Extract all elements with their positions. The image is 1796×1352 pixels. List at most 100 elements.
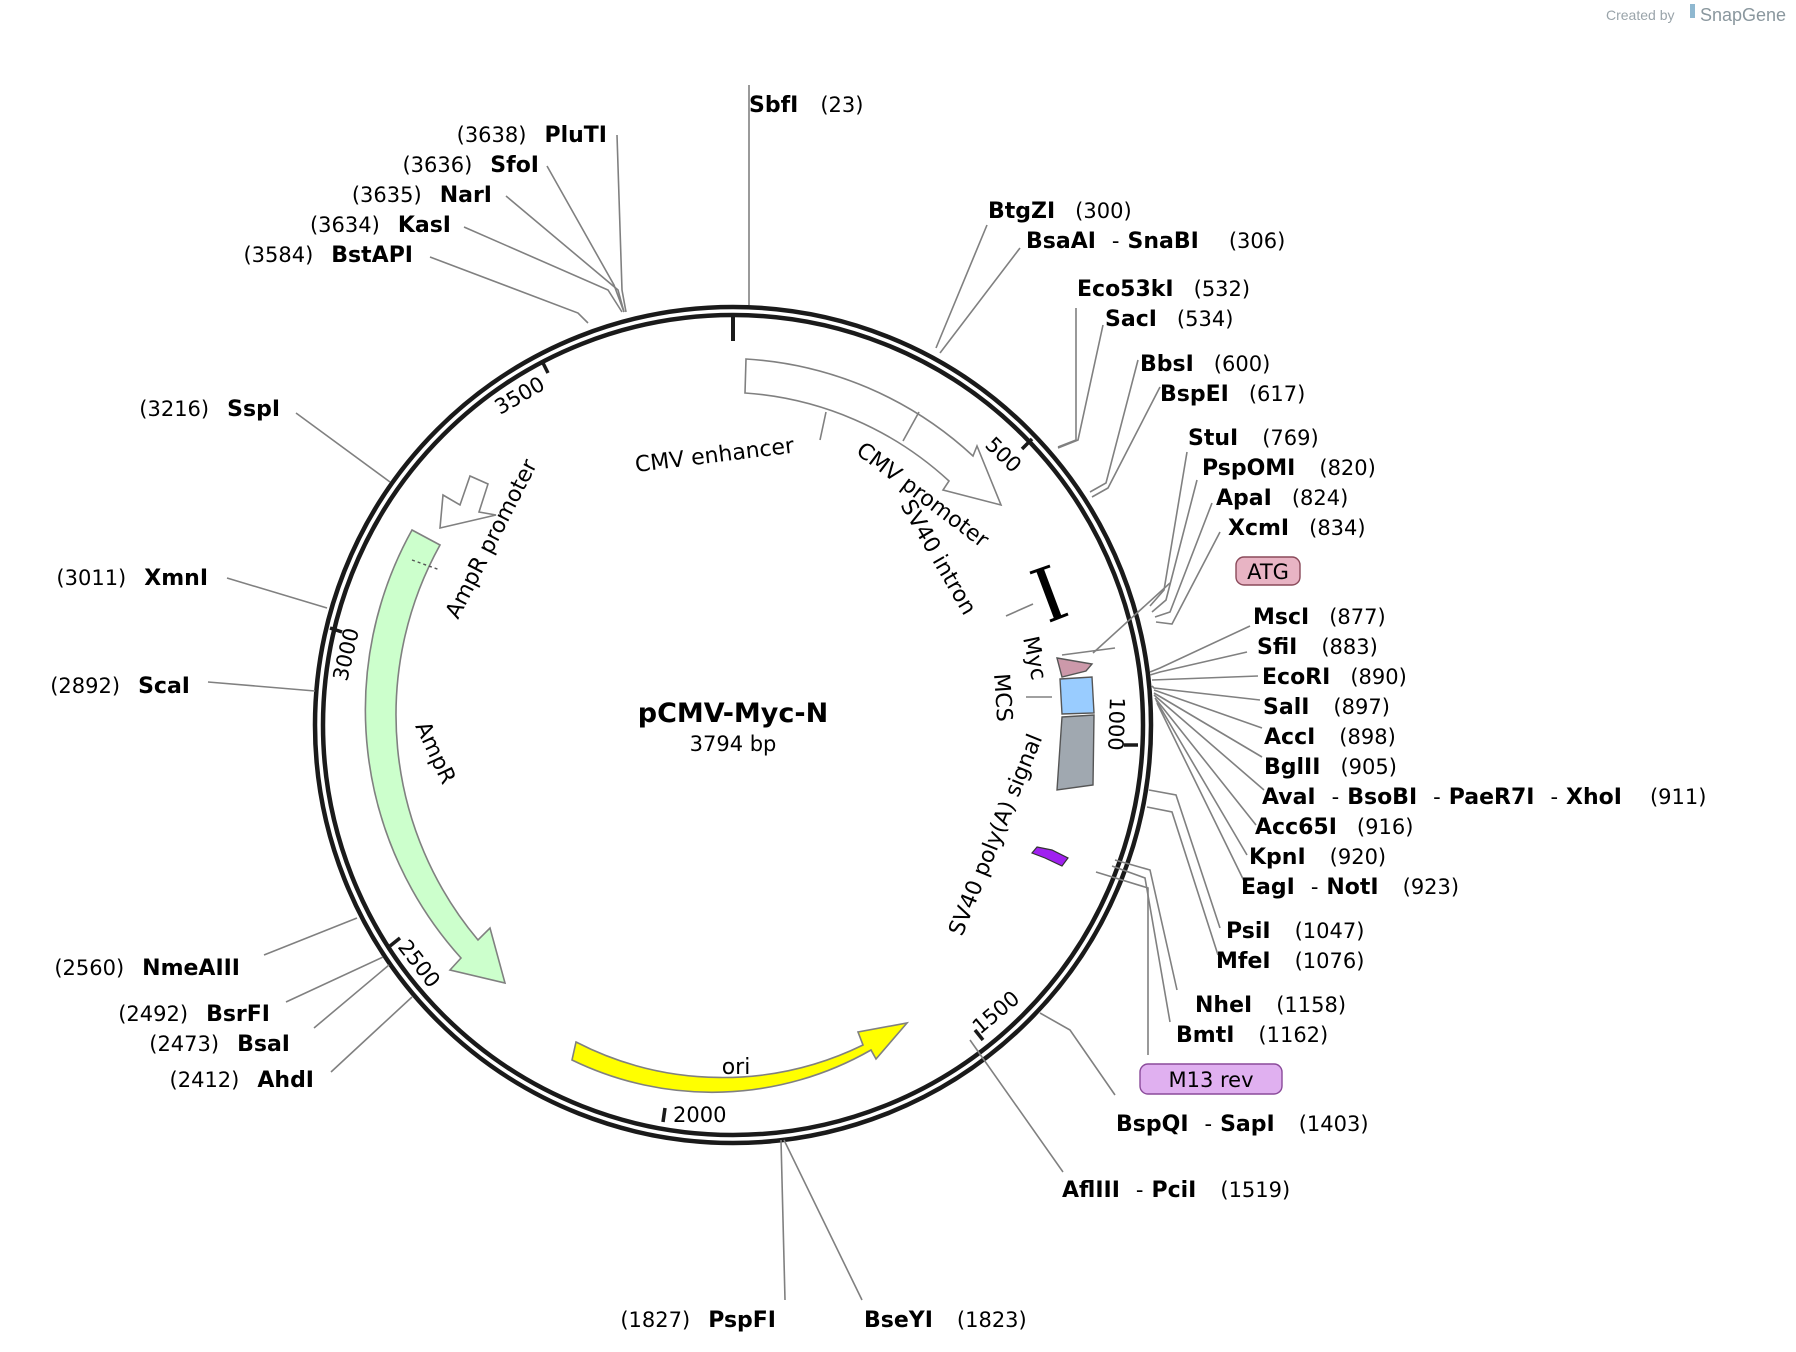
site-name: EcoRI bbox=[1262, 665, 1330, 690]
site-position: (532) bbox=[1194, 277, 1250, 301]
site-separator: - bbox=[1332, 785, 1340, 809]
tick-mark bbox=[388, 936, 402, 948]
site-name: PluTI bbox=[544, 123, 607, 148]
site-name: BsaI bbox=[237, 1032, 290, 1057]
credit-brand: SnapGene bbox=[1700, 5, 1786, 25]
site-label-sspi: (3216)SspI bbox=[139, 397, 280, 422]
site-label-ahdi: (2412)AhdI bbox=[170, 1068, 314, 1093]
site-name: SbfI bbox=[749, 93, 798, 118]
site-label-bstapi: (3584)BstAPI bbox=[243, 243, 413, 268]
sv40-intron-leader bbox=[1005, 603, 1034, 617]
m13-rev-label: M13 rev bbox=[1168, 1068, 1253, 1092]
site-position: (2892) bbox=[50, 674, 120, 698]
site-name: AflIII bbox=[1062, 1178, 1120, 1203]
site-name: SfiI bbox=[1257, 635, 1297, 660]
sv40-intron-marker bbox=[1036, 568, 1062, 620]
site-name: XhoI bbox=[1566, 785, 1622, 810]
site-name: SfoI bbox=[490, 153, 539, 178]
ampr-promoter-label: AmpR promoter bbox=[441, 455, 543, 623]
plasmid-size: 3794 bp bbox=[690, 732, 777, 756]
site-label-nhei: NheI(1158) bbox=[1195, 993, 1346, 1018]
site-label-scai: (2892)ScaI bbox=[50, 674, 190, 699]
site-name: BspQI bbox=[1116, 1112, 1189, 1137]
site-position: (898) bbox=[1339, 725, 1395, 749]
site-position: (3216) bbox=[139, 397, 209, 421]
site-label-nmeaiii: (2560) NmeAIII bbox=[54, 956, 240, 981]
myc-feature: Myc bbox=[1017, 634, 1116, 682]
myc-leader bbox=[1061, 647, 1116, 656]
ori-arrow bbox=[571, 1021, 910, 1094]
site-name: BseYI bbox=[864, 1308, 933, 1333]
mcs-feature: MCS bbox=[988, 673, 1095, 723]
site-position: (1047) bbox=[1295, 919, 1365, 943]
mcs-label: MCS bbox=[988, 673, 1016, 723]
site-label-afliii-pcii: AflIII-PciI(1519) bbox=[1062, 1178, 1290, 1203]
site-separator: - bbox=[1550, 785, 1558, 809]
sv40-polya-label: SV40 poly(A) signal bbox=[944, 731, 1048, 940]
snapgene-logo-icon bbox=[1690, 4, 1695, 18]
ampr-promoter-feature: AmpR promoter bbox=[439, 455, 543, 623]
site-name: BmtI bbox=[1176, 1023, 1234, 1048]
site-label-sali: SalI(897) bbox=[1263, 695, 1390, 720]
site-name: XmnI bbox=[144, 566, 208, 591]
site-label-sfoi: (3636) SfoI bbox=[402, 153, 539, 178]
site-label-avai-group: AvaI-BsoBI-PaeR7I-XhoI(911) bbox=[1262, 785, 1706, 810]
site-name: MfeI bbox=[1216, 949, 1271, 974]
site-name: StuI bbox=[1188, 426, 1238, 451]
site-position: (890) bbox=[1350, 665, 1406, 689]
cmv-enhancer-leader bbox=[819, 411, 827, 441]
site-position: (1519) bbox=[1220, 1178, 1290, 1202]
site-position: (834) bbox=[1309, 516, 1365, 540]
site-label-pluti: (3638)PluTI bbox=[457, 123, 607, 148]
site-position: (824) bbox=[1292, 486, 1348, 510]
site-position: (3636) bbox=[402, 153, 472, 177]
site-label-bsrfi: (2492)BsrFI bbox=[118, 1002, 270, 1027]
plasmid-name: pCMV-Myc-N bbox=[638, 698, 828, 729]
site-label-msci: MscI(877) bbox=[1253, 605, 1386, 630]
site-label-pspomi: PspOMI(820) bbox=[1202, 456, 1376, 481]
site-label-bspqi-sapi: BspQI-SapI(1403) bbox=[1116, 1112, 1369, 1137]
site-name: SapI bbox=[1220, 1112, 1275, 1137]
site-label-saci: SacI(534) bbox=[1105, 307, 1233, 332]
sv40-polya-feature: SV40 poly(A) signal bbox=[944, 714, 1095, 940]
site-label-apai: ApaI(824) bbox=[1216, 486, 1348, 511]
site-name: NarI bbox=[440, 183, 492, 208]
ampr-promoter-arrow bbox=[439, 474, 497, 530]
site-name: BtgZI bbox=[988, 199, 1055, 224]
site-name: Eco53kI bbox=[1077, 277, 1174, 302]
site-label-acci: AccI(898) bbox=[1264, 725, 1396, 750]
site-name: NheI bbox=[1195, 993, 1252, 1018]
m13-rev-badge bbox=[1139, 1063, 1283, 1095]
site-name: EagI bbox=[1241, 875, 1295, 900]
site-name: NmeAIII bbox=[142, 956, 240, 981]
site-name: AhdI bbox=[257, 1068, 314, 1093]
site-separator: - bbox=[1205, 1112, 1213, 1136]
site-label-bbsi: BbsI(600) bbox=[1140, 352, 1270, 377]
site-name: BbsI bbox=[1140, 352, 1194, 377]
site-position: (534) bbox=[1177, 307, 1233, 331]
sv40-intron-cap bbox=[1049, 612, 1069, 623]
site-name: BglII bbox=[1264, 755, 1320, 780]
site-position: (769) bbox=[1262, 426, 1318, 450]
site-label-eagi-noti: EagI-NotI(923) bbox=[1241, 875, 1459, 900]
site-label-kasi: (3634)KasI bbox=[310, 213, 451, 238]
site-name: PciI bbox=[1151, 1178, 1196, 1203]
ori-feature: ori bbox=[571, 1021, 910, 1094]
site-position: (1162) bbox=[1258, 1023, 1328, 1047]
site-position: (877) bbox=[1329, 605, 1385, 629]
site-name: KpnI bbox=[1249, 845, 1306, 870]
site-position: (2492) bbox=[118, 1002, 188, 1026]
site-position: (2560) bbox=[54, 956, 124, 980]
site-label-bglii: BglII(905) bbox=[1264, 755, 1397, 780]
sv40-intron-feature: SV40 intron bbox=[895, 496, 1069, 623]
mcs-block bbox=[1059, 676, 1095, 715]
ampr-label: AmpR bbox=[410, 718, 460, 788]
site-label-bseyi: BseYI(1823) bbox=[864, 1308, 1027, 1333]
site-position: (916) bbox=[1357, 815, 1413, 839]
site-position: (2473) bbox=[149, 1032, 219, 1056]
sv40-polya-block bbox=[1056, 714, 1095, 791]
ampr-boundary bbox=[411, 559, 441, 571]
site-name: SalI bbox=[1263, 695, 1309, 720]
myc-arrow bbox=[1056, 657, 1094, 678]
site-position: (1827) bbox=[620, 1308, 690, 1332]
